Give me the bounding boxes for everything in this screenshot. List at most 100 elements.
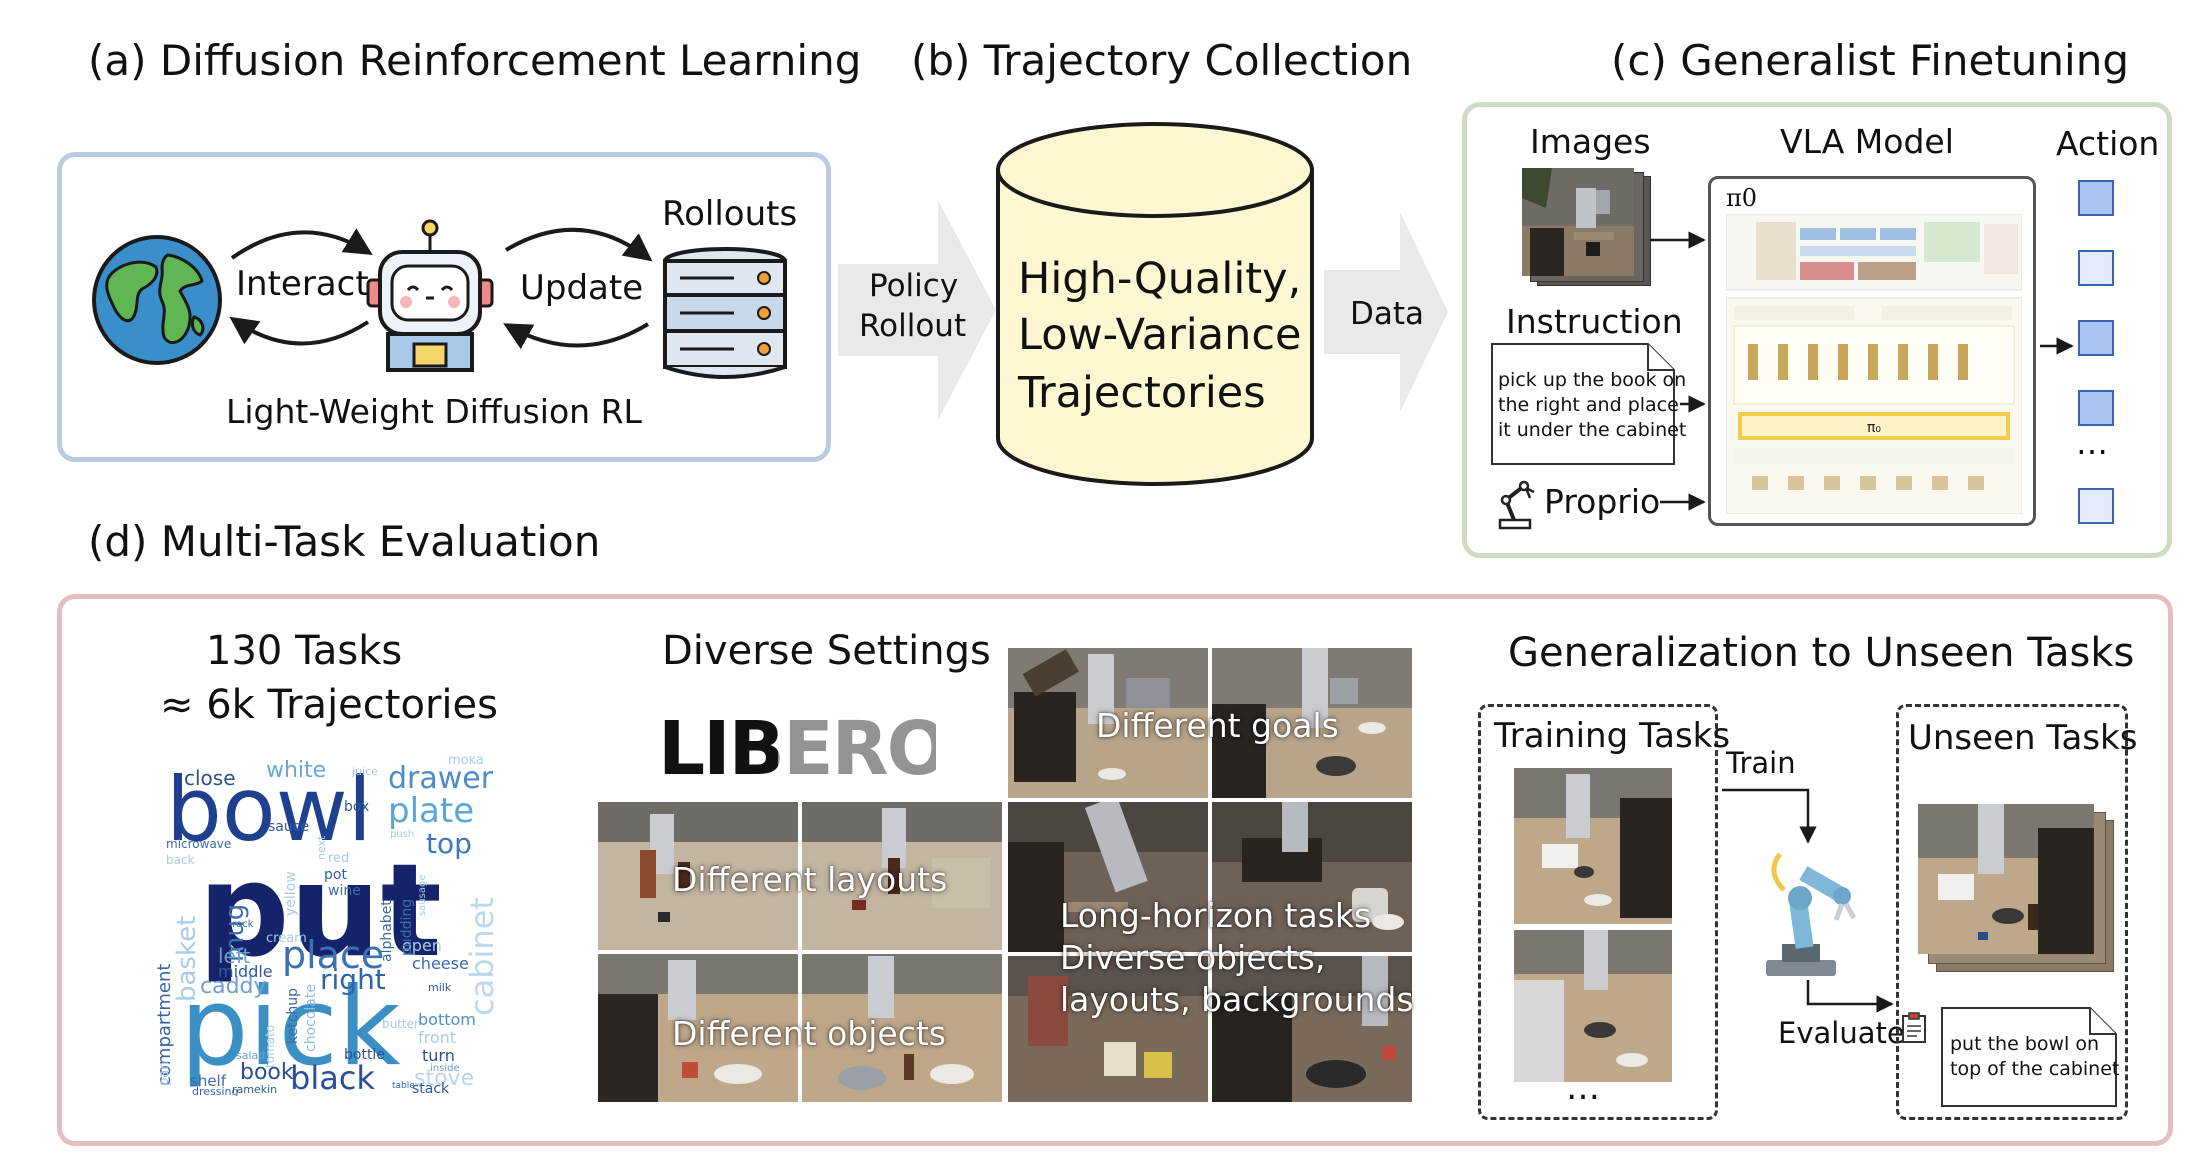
pi0-inner-label: π₀ (1867, 420, 1881, 436)
word-drawer: drawer (388, 761, 494, 796)
unseen-instruction-text: put the bowl on top of the cabinet (1950, 1032, 2119, 1082)
word-juice: juice (352, 765, 378, 778)
word-caddy: caddy (200, 974, 267, 999)
word-bottom: bottom (418, 1010, 476, 1029)
different-goals-label: Different goals (1096, 706, 1339, 745)
cylinder-line3: Trajectories (1018, 368, 1266, 418)
action-token (2078, 180, 2114, 216)
word-moka: moka (448, 756, 484, 768)
vla-architecture-diagram: π₀ (1726, 214, 2022, 514)
word-pick: pick (180, 965, 401, 1090)
task-wordcloud: bowl put pick place drawer plate top bla… (156, 756, 502, 1096)
database-icon (663, 247, 787, 379)
word-left: left (218, 944, 251, 968)
unseen-instruction-note-frame (1941, 1007, 2117, 1107)
instruction-note-frame (1491, 343, 1675, 465)
word-microwave: microwave (166, 837, 232, 851)
word-rack: rack (232, 919, 254, 930)
long-horizon-label: Long-horizon tasks (1060, 896, 1372, 935)
word-red: red (328, 851, 350, 866)
word-top: top (426, 827, 472, 860)
policy-label: Policy (869, 268, 959, 304)
diverse-objects-label: Diverse objects, (1060, 938, 1326, 977)
word-book: book (240, 1060, 294, 1085)
training-tasks-label: Training Tasks (1494, 716, 1731, 756)
section-d-title: (d) Multi-Task Evaluation (88, 517, 601, 566)
data-arrow (1324, 212, 1448, 412)
word-table: table (392, 1081, 415, 1091)
generalization-label: Generalization to Unseen Tasks (1508, 630, 2135, 676)
cylinder-line1: High-Quality, (1018, 254, 1302, 304)
vla-arrows (1650, 231, 2074, 511)
training-tasks-box (1478, 704, 1718, 1120)
instruction-label: Instruction (1506, 302, 1683, 341)
globe-icon (92, 235, 222, 365)
word-stack: stack (412, 1081, 450, 1096)
word-bottle: bottle (344, 1047, 385, 1063)
instruction-line-1: pick up the book on (1498, 369, 1687, 391)
diverse-settings-label: Diverse Settings (662, 628, 991, 674)
word-pot: pot (324, 867, 347, 883)
section-a-title: (a) Diffusion Reinforcement Learning (88, 36, 862, 85)
word-put: put (198, 837, 442, 986)
update-label: Update (520, 268, 644, 308)
unseen-instruction-line-2: top of the cabinet (1950, 1058, 2120, 1080)
pi0-label: π0 (1726, 184, 1758, 212)
unseen-instruction-line-1: put the bowl on (1950, 1033, 2100, 1055)
robot-arm-icon (1498, 480, 1535, 530)
tasks-count: 130 Tasks (206, 628, 403, 674)
word-back: back (166, 853, 195, 867)
different-layouts-label: Different layouts (672, 860, 948, 899)
images-label: Images (1530, 122, 1651, 161)
policy-rollout-arrow (838, 200, 996, 420)
word-front: front (418, 1028, 457, 1047)
robot-icon (366, 219, 494, 372)
word-shelf: shelf (190, 1072, 226, 1090)
diverse-layouts-backgrounds-label: layouts, backgrounds (1060, 980, 1414, 1019)
word-inside: inside (430, 1063, 460, 1074)
word-salad: salad (236, 1049, 266, 1062)
trajectories-count: ≈ 6k Trajectories (160, 682, 498, 728)
vla-model-label: VLA Model (1780, 122, 1954, 161)
word-bowl: bowl (166, 758, 373, 861)
action-label: Action (2056, 124, 2160, 163)
interaction-arrows (229, 227, 653, 350)
word-place: place (282, 933, 385, 977)
diffusion-rl-caption: Light-Weight Diffusion RL (226, 392, 642, 431)
instruction-line-2: the right and place (1498, 394, 1679, 416)
word-right: right (320, 963, 386, 996)
rollouts-label: Rollouts (662, 194, 798, 234)
instruction-text: pick up the book on the right and place … (1498, 368, 1686, 443)
action-dots: … (2076, 424, 2108, 462)
word-open: open (402, 936, 442, 955)
word-milk: milk (428, 981, 452, 994)
word-push: push (390, 829, 415, 840)
proprio-label: Proprio (1544, 482, 1661, 521)
action-token (2078, 390, 2114, 426)
word-middle: middle (218, 962, 273, 981)
word-close: close (184, 766, 236, 790)
word-sauce: sauce (268, 819, 310, 835)
word-white: white (266, 758, 327, 783)
different-objects-label: Different objects (672, 1014, 946, 1053)
robotic-arm-icon (1766, 852, 1857, 976)
cylinder-line2: Low-Variance (1018, 310, 1302, 360)
word-dressing: dressing (192, 1085, 239, 1096)
word-ramekin: ramekin (232, 1083, 278, 1096)
action-token (2078, 488, 2114, 524)
word-cream: cream (266, 931, 307, 946)
action-token (2078, 320, 2114, 356)
word-box: box (344, 799, 370, 815)
clipboard-icon (1902, 1012, 1926, 1043)
libero-logo: LIBERO (658, 712, 936, 784)
rollout-label: Rollout (859, 308, 967, 344)
word-wine: wine (328, 883, 361, 899)
word-plate: plate (388, 791, 475, 831)
word-stove: stove (414, 1066, 475, 1091)
trajectory-cylinder (996, 122, 1314, 486)
data-label: Data (1350, 296, 1425, 332)
unseen-tasks-label: Unseen Tasks (1908, 718, 2138, 758)
evaluate-label: Evaluate (1778, 1016, 1905, 1050)
section-b-title: (b) Trajectory Collection (911, 36, 1413, 85)
